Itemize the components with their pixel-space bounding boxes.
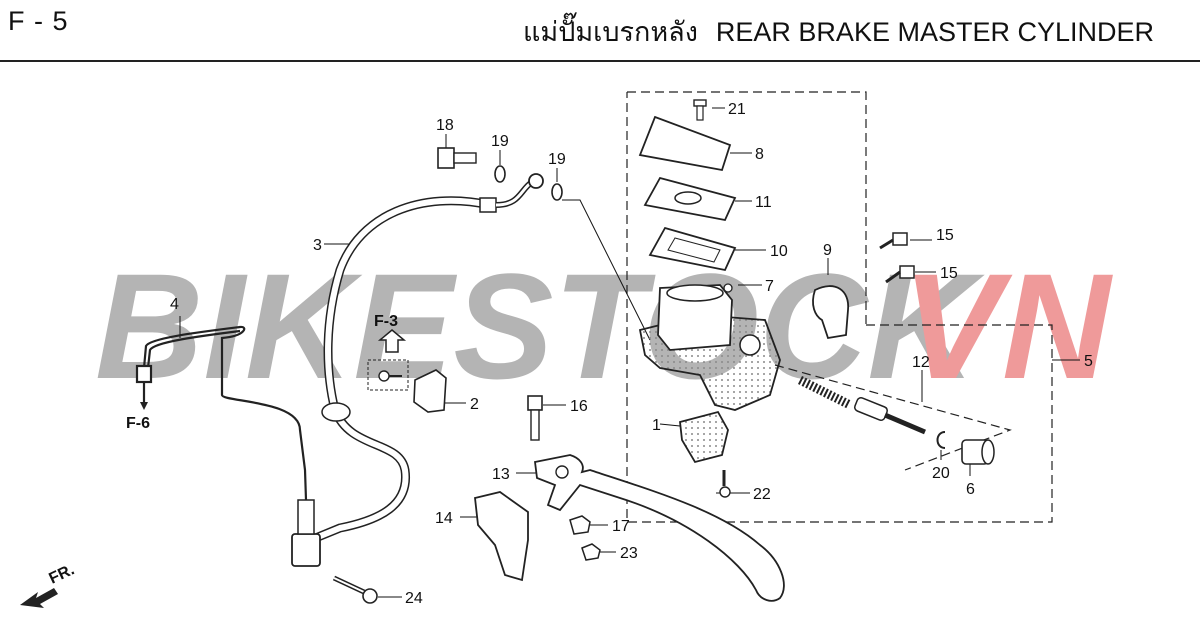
callout-9: 9 xyxy=(823,242,832,259)
brake-light-switch xyxy=(679,410,729,464)
reference-f6: F-6 xyxy=(126,415,150,432)
reference-f3: F-3 xyxy=(374,313,398,330)
reference-f3-arrow xyxy=(367,329,409,391)
master-cylinder-body xyxy=(638,283,781,411)
callout-6: 6 xyxy=(966,481,975,498)
watermark: BIKESTOCK VN xyxy=(95,242,1113,410)
callout-17: 17 xyxy=(612,518,630,535)
holder-bolt-a xyxy=(879,232,908,250)
title-thai: แม่ปั๊มเบรกหลัง xyxy=(523,17,698,48)
callout-21: 21 xyxy=(728,101,746,118)
callout-24: 24 xyxy=(405,590,423,607)
pivot-nut xyxy=(581,543,601,561)
brake-pipe xyxy=(135,325,308,501)
watermark-main: BIKESTOCK xyxy=(95,242,985,410)
circlip xyxy=(936,431,946,449)
diaphragm xyxy=(648,226,737,272)
brake-hose xyxy=(291,173,544,567)
callout-10: 10 xyxy=(770,243,788,260)
callout-23: 23 xyxy=(620,545,638,562)
pivot-nut-cap xyxy=(569,515,591,535)
leader-lines xyxy=(179,107,1080,598)
sealing-washer-b xyxy=(551,183,563,201)
hose-clamp xyxy=(413,369,447,413)
guard-bolt xyxy=(332,575,378,604)
holder-bolt-b xyxy=(885,265,915,284)
cap-screw xyxy=(693,99,707,121)
title-english: REAR BRAKE MASTER CYLINDER xyxy=(715,17,1154,47)
callout-12: 12 xyxy=(912,354,930,371)
callout-numbers: 1 2 3 4 5 6 7 8 9 10 11 12 13 14 15 15 1… xyxy=(170,101,1093,607)
callout-14: 14 xyxy=(435,510,453,527)
exploded-parts-diagram: BIKESTOCK VN xyxy=(20,91,1113,608)
callout-3: 3 xyxy=(313,237,322,254)
sealing-washer-a xyxy=(494,165,506,183)
callout-19-left: 19 xyxy=(491,133,509,150)
callout-1: 1 xyxy=(652,417,661,434)
callout-13: 13 xyxy=(492,466,510,483)
callout-20: 20 xyxy=(932,465,950,482)
piston-set xyxy=(797,375,926,435)
callout-18: 18 xyxy=(436,117,454,134)
header-rule xyxy=(0,60,1200,62)
callout-16: 16 xyxy=(570,398,588,415)
callout-15-upper: 15 xyxy=(936,227,954,244)
callout-8: 8 xyxy=(755,146,764,163)
callout-15-lower: 15 xyxy=(940,265,958,282)
page-code: F - 5 xyxy=(8,6,69,36)
page-header: F - 5 แม่ปั๊มเบรกหลัง REAR BRAKE MASTER C… xyxy=(0,0,1200,62)
callout-22: 22 xyxy=(753,486,771,503)
switch-screw xyxy=(719,470,731,498)
reservoir-cap xyxy=(638,115,732,172)
assembly-outline xyxy=(626,91,1053,523)
page-title: แม่ปั๊มเบรกหลัง REAR BRAKE MASTER CYLINDE… xyxy=(523,10,1154,53)
front-direction-arrow: FR. xyxy=(20,561,77,608)
piston-boot xyxy=(961,439,995,465)
callout-11: 11 xyxy=(755,194,772,211)
pivot-bolt xyxy=(527,395,543,441)
callout-5: 5 xyxy=(1084,353,1093,370)
lever-guard xyxy=(474,491,529,582)
oil-bolt xyxy=(437,147,477,169)
callout-2: 2 xyxy=(470,396,479,413)
callout-7: 7 xyxy=(765,278,774,295)
master-cylinder-holder xyxy=(812,285,849,340)
callout-19-right: 19 xyxy=(548,151,566,168)
front-label: FR. xyxy=(47,561,78,587)
watermark-accent: VN xyxy=(902,242,1113,410)
callout-4: 4 xyxy=(170,296,179,313)
